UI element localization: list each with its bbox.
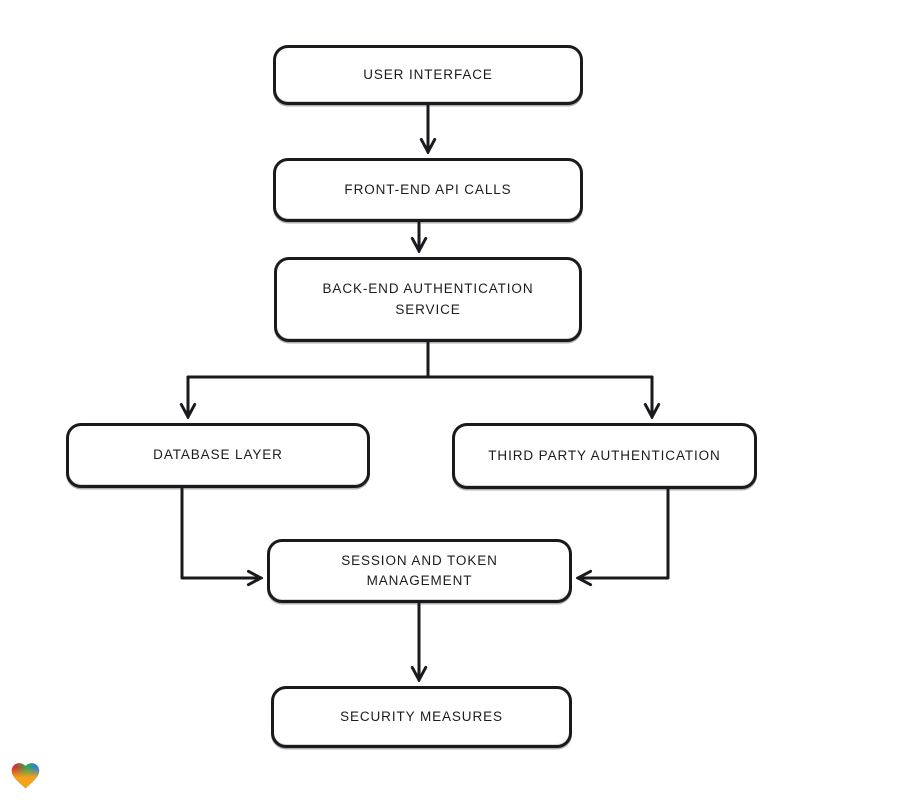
node-back-end-authentication-service: BACK-END AUTHENTICATION SERVICE [274, 257, 582, 342]
edge-backend-trunk [186, 341, 654, 379]
node-session-and-token-management: SESSION AND TOKEN MANAGEMENT [267, 539, 572, 603]
node-database-layer: DATABASE LAYER [66, 423, 370, 488]
node-label: USER INTERFACE [363, 66, 493, 82]
edge-database-to-session [180, 487, 261, 578]
node-label: THIRD PARTY AUTHENTICATION [488, 447, 721, 463]
node-third-party-authentication: THIRD PARTY AUTHENTICATION [452, 423, 757, 489]
gradient-heart-logo[interactable] [9, 759, 42, 792]
node-label: DATABASE LAYER [153, 447, 283, 463]
node-label: SECURITY MEASURES [340, 708, 503, 724]
heart-icon [11, 763, 40, 789]
node-front-end-api-calls: FRONT-END API CALLS [273, 158, 583, 222]
node-security-measures: SECURITY MEASURES [271, 686, 572, 748]
node-label: SESSION AND TOKEN MANAGEMENT [341, 552, 498, 588]
edge-thirdparty-to-session [578, 488, 670, 578]
node-label: BACK-END AUTHENTICATION SERVICE [322, 281, 534, 317]
node-label: FRONT-END API CALLS [344, 181, 512, 197]
node-user-interface: USER INTERFACE [273, 45, 583, 105]
